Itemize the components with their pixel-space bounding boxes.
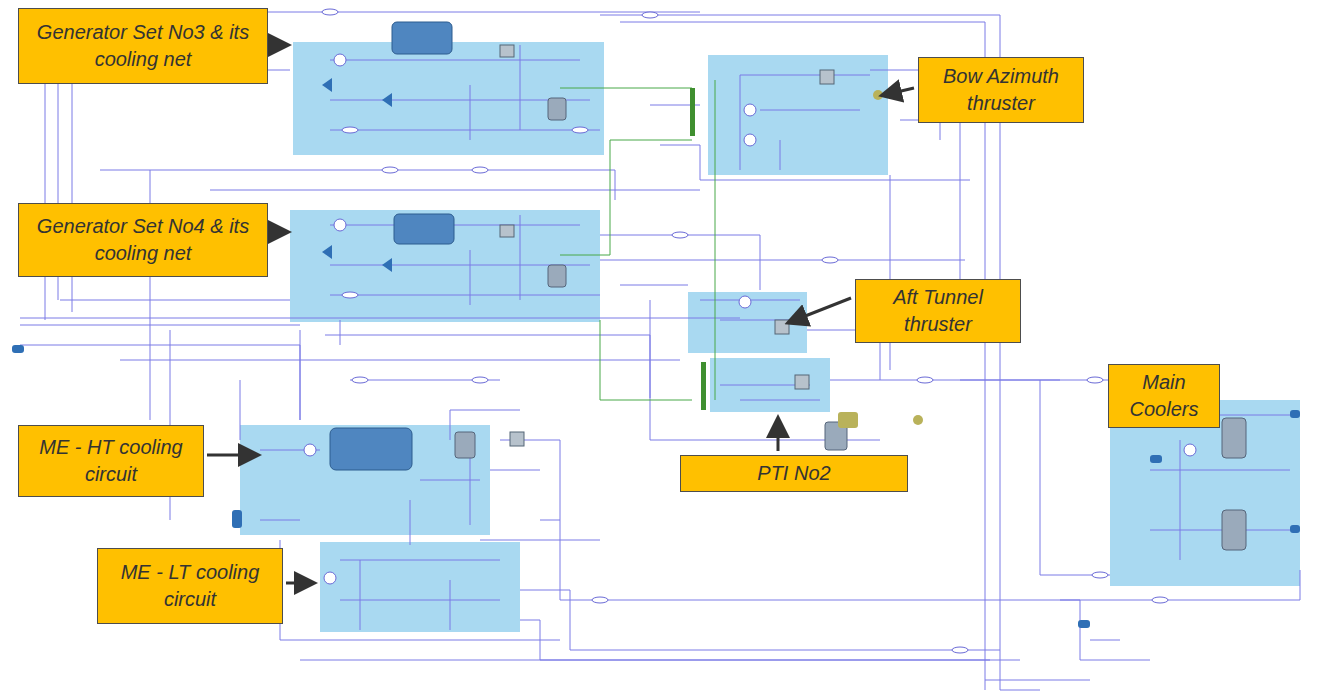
callout-text: PTI No2: [757, 460, 830, 487]
gearbox-symbol: [838, 90, 923, 428]
callout-text: ME - HT cooling circuit: [27, 434, 195, 488]
callout-box: Aft Tunnel thruster: [855, 279, 1021, 343]
switchboard-bar: [690, 88, 706, 410]
callout-text: Generator Set No4 & its cooling net: [27, 213, 259, 267]
callout-text: Bow Azimuth thruster: [927, 63, 1075, 117]
pipe-lines: [20, 12, 1300, 690]
pump-symbol: [12, 78, 1300, 628]
leader-arrow: [207, 45, 914, 583]
callout-box: ME - HT cooling circuit: [18, 425, 204, 497]
callout-box: Generator Set No4 & its cooling net: [18, 203, 268, 277]
callout-box: Bow Azimuth thruster: [918, 57, 1084, 123]
callout-text: Generator Set No3 & its cooling net: [27, 19, 259, 73]
callout-box: PTI No2: [680, 455, 908, 492]
callout-text: ME - LT cooling circuit: [106, 559, 274, 613]
callout-text: Aft Tunnel thruster: [864, 284, 1012, 338]
heat-exchanger: [455, 98, 1246, 550]
callout-box: ME - LT cooling circuit: [97, 548, 283, 624]
callout-box: Generator Set No3 & its cooling net: [18, 8, 268, 84]
engine-symbol: [330, 22, 454, 470]
callout-text: Main Coolers: [1117, 369, 1211, 423]
electric-lines: [560, 80, 715, 400]
subsystem-region: [240, 42, 1300, 632]
callout-box: Main Coolers: [1108, 364, 1220, 428]
motor-symbol: [500, 45, 834, 446]
